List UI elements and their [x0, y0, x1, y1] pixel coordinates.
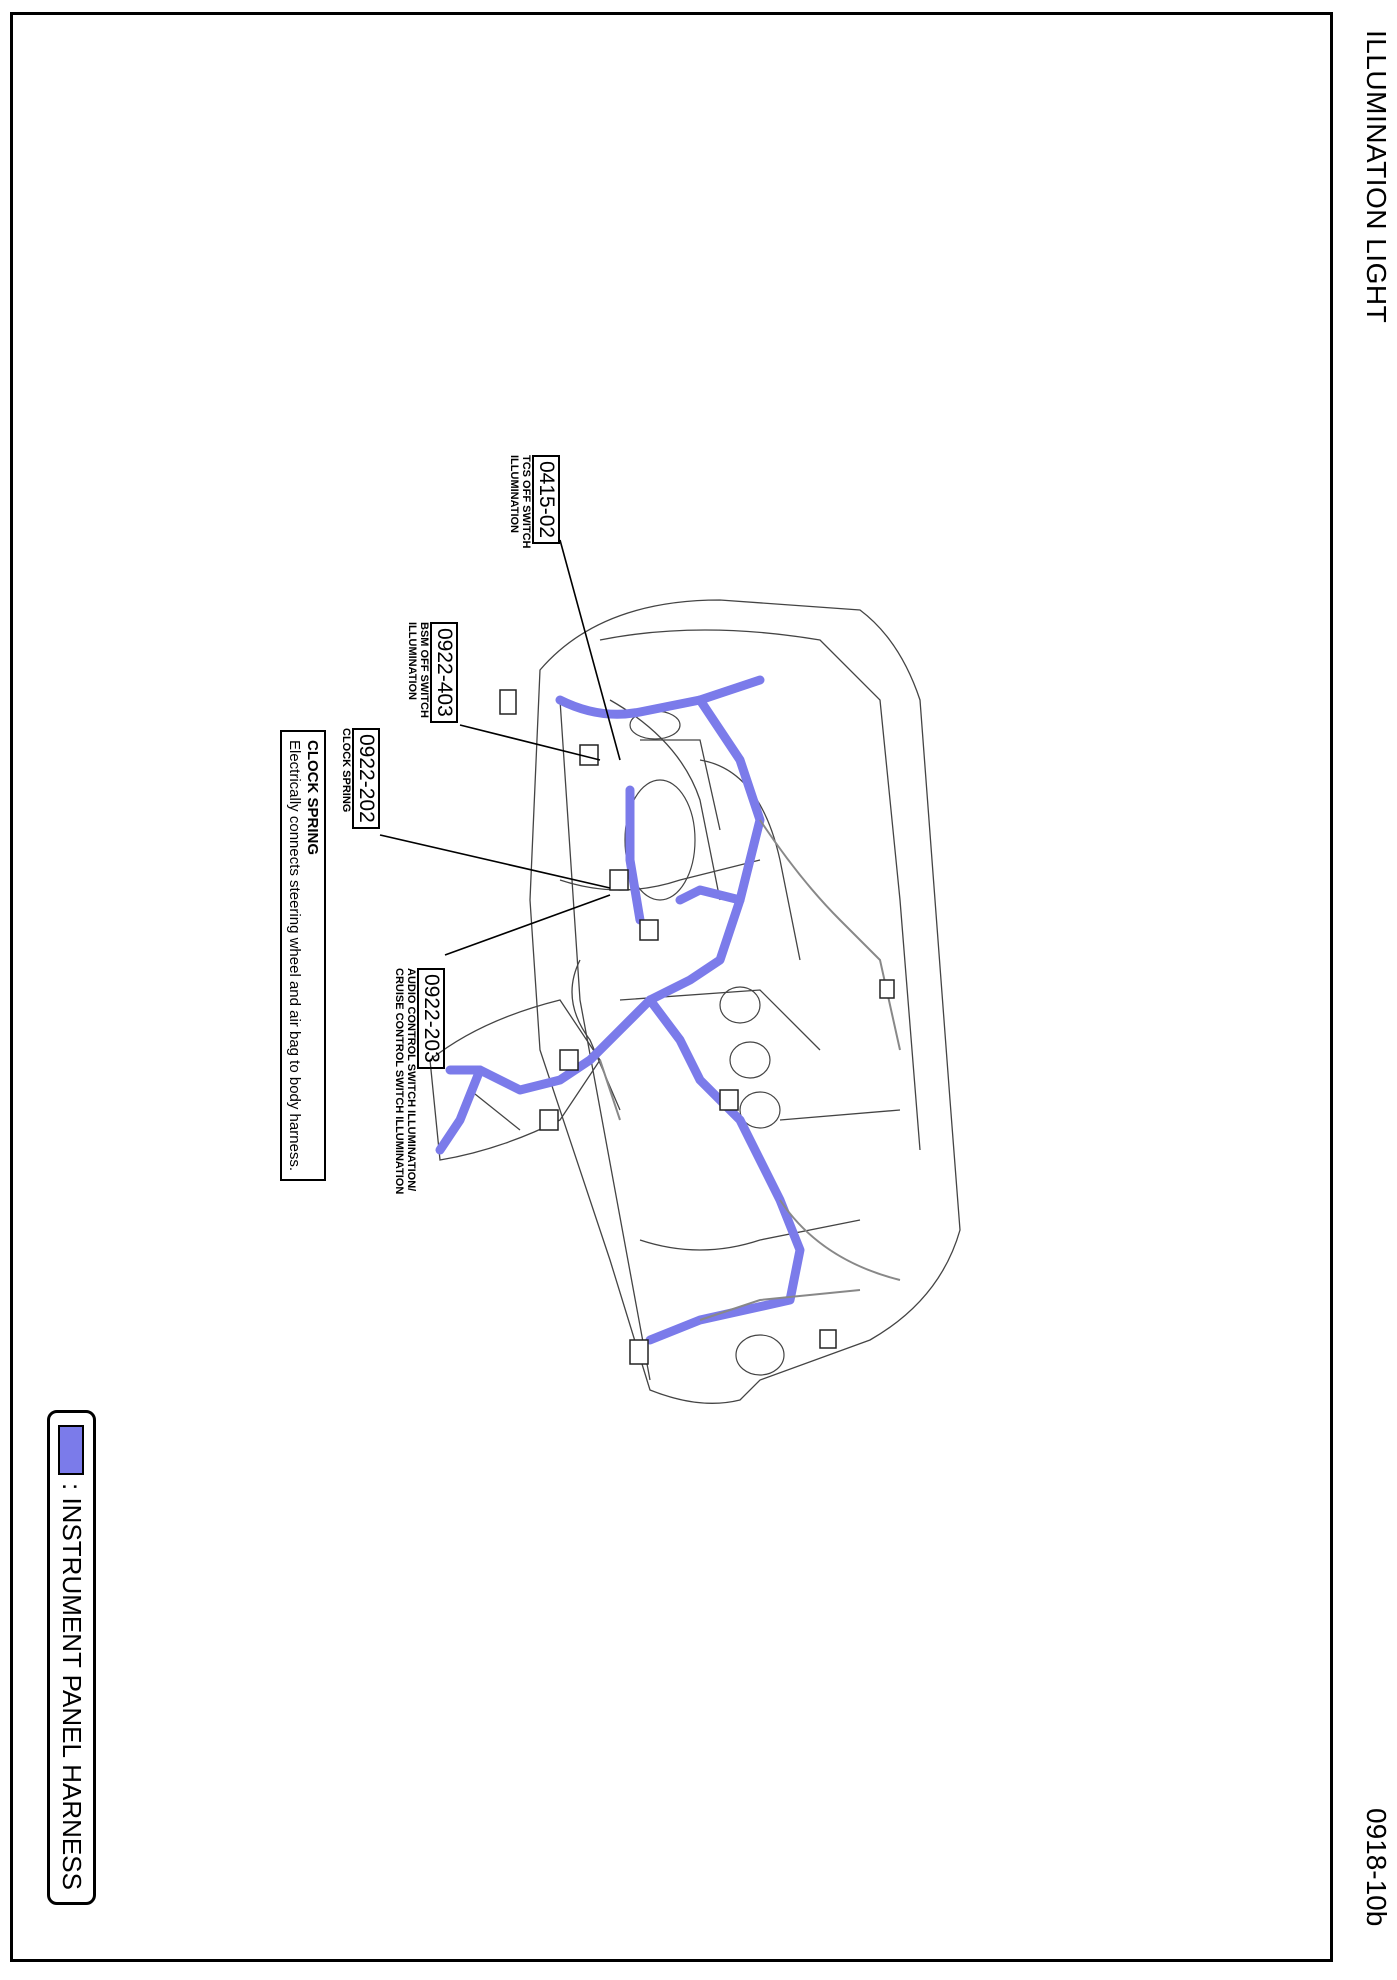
callout-0922-403: 0922-403 BSM OFF SWITCH ILLUMINATION [406, 622, 458, 723]
note-text: Electrically connects steering wheel and… [286, 740, 303, 1172]
leader-lines [379, 539, 621, 956]
clock-spring-note: CLOCK SPRING Electrically connects steer… [280, 730, 326, 1182]
callout-0922-203: 0922-203 AUDIO CONTROL SWITCH ILLUMINATI… [393, 968, 445, 1194]
callout-desc-line: CLOCK SPRING [340, 728, 352, 813]
callout-code: 0922-202 [352, 728, 380, 829]
secondary-wiring [599, 819, 901, 1321]
callout-desc-line: ILLUMINATION [508, 455, 520, 534]
callout-0922-202: 0922-202 CLOCK SPRING [340, 728, 380, 829]
legend: : INSTRUMENT PANEL HARNESS [47, 1410, 96, 1905]
legend-label: : INSTRUMENT PANEL HARNESS [57, 1483, 87, 1890]
callout-desc-line: ILLUMINATION [406, 622, 418, 701]
page-frame [10, 12, 1333, 1962]
connectors [499, 689, 895, 1365]
dashboard-outline [429, 599, 961, 1404]
callout-desc-line: CRUISE CONTROL SWITCH ILLUMINATION [393, 968, 405, 1195]
callout-desc-line: AUDIO CONTROL SWITCH ILLUMINATION/ [405, 968, 417, 1192]
instrument-panel-harness [435, 675, 805, 1345]
callout-code: 0922-203 [417, 968, 445, 1069]
callout-code: 0415-02 [532, 455, 560, 545]
callout-desc-line: TCS OFF SWITCH [520, 455, 532, 549]
harness-swatch [58, 1425, 85, 1475]
callout-desc-line: BSM OFF SWITCH [418, 622, 430, 718]
callout-0415-02: 0415-02 TCS OFF SWITCH ILLUMINATION [508, 455, 560, 549]
callout-code: 0922-403 [430, 622, 458, 723]
note-heading: CLOCK SPRING [304, 740, 321, 856]
